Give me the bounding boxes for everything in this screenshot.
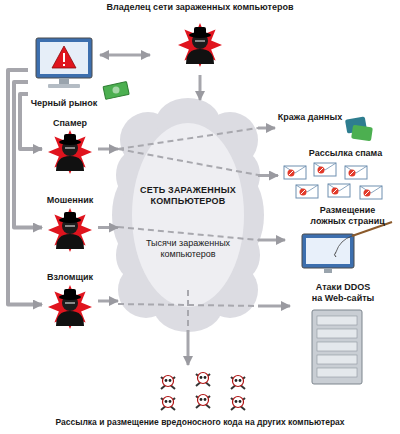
spam-envelope [314, 163, 336, 176]
warning-mark [63, 53, 65, 62]
result-node: Рассылка спама [278, 148, 395, 203]
spam-envelope [284, 166, 306, 179]
skull-icon [161, 397, 175, 411]
owner-node: Владелец сети зараженных компьютеров [150, 0, 250, 75]
result-node: Кража данных [275, 108, 395, 148]
skull-icon [231, 376, 245, 390]
cloud-note: Тысячи зараженных компьютеров [133, 238, 243, 260]
flow-arrow [187, 330, 190, 365]
flow-arrow [98, 148, 118, 151]
result-label: Рассылка спама [298, 148, 393, 159]
server-bay [317, 368, 357, 377]
result-label: Атаки DDOS на Web-сайты [310, 282, 376, 304]
cracker-node: Взломщик [42, 272, 98, 337]
result-label: Кража данных [275, 112, 345, 123]
flow-arrow [100, 54, 150, 57]
fishing-line [336, 236, 352, 252]
spam-envelope [345, 166, 367, 179]
monitor-base [48, 84, 80, 88]
flow-arrow [8, 70, 42, 305]
spam-envelope [360, 186, 382, 199]
owner-figure [178, 23, 222, 67]
owner-label: Владелец сети зараженных компьютеров [90, 2, 310, 13]
fishing-hook [335, 252, 337, 257]
spammer-figure [48, 130, 92, 174]
flow-arrow [199, 75, 202, 100]
skull-icon [231, 397, 245, 411]
money-icon [103, 82, 129, 100]
server-bay [317, 329, 357, 338]
black-market-node: Черный рынок [28, 35, 100, 110]
cracker-figure [48, 285, 92, 329]
cloud-core [132, 123, 244, 307]
flow-arrow [20, 94, 42, 149]
flow-arrow [258, 174, 278, 177]
flow-arrow [14, 82, 42, 228]
monitor-stand [59, 78, 69, 84]
actor-label: Взломщик [32, 272, 108, 283]
actor-label: Мошенник [32, 195, 108, 206]
result-node: Размещение ложных страниц [285, 205, 395, 275]
money-mark [113, 87, 120, 94]
dashed-flow [118, 149, 258, 175]
dashed-flow [118, 128, 258, 149]
monitor-frame [36, 38, 92, 78]
result-label: Рассылка и размещение вредоносного кода … [20, 417, 380, 428]
dashed-flow [118, 227, 258, 240]
server-tower [312, 310, 362, 384]
fraudster-node: Мошенник [42, 195, 98, 260]
fake-page-screen [306, 238, 350, 264]
warning-sign [52, 46, 76, 68]
spam-envelope [296, 185, 318, 198]
flow-arrow [258, 239, 285, 242]
fraudster-figure [48, 208, 92, 252]
cloud-heading: СЕТЬ ЗАРАЖЕННЫХ КОМПЬЮТЕРОВ [128, 185, 248, 207]
server-bay [317, 342, 357, 351]
result-node: Рассылка и размещение вредоносного кода … [20, 365, 380, 433]
market-label: Черный рынок [24, 98, 104, 109]
monitor-stand [324, 268, 332, 273]
skull-icon [161, 376, 175, 390]
fake-page-monitor [302, 234, 354, 268]
warning-dot [63, 64, 65, 66]
flow-arrow [98, 226, 118, 229]
spammer-node: Спамер [42, 118, 98, 180]
monitor-screen [40, 42, 88, 74]
skull-icon [196, 373, 210, 387]
skull-icon [196, 395, 210, 409]
actor-label: Спамер [32, 118, 108, 129]
result-label: Размещение ложных страниц [305, 205, 390, 227]
server-bay [317, 316, 357, 325]
flow-arrow [258, 127, 275, 130]
spam-envelope [328, 184, 350, 197]
data-card [351, 125, 373, 142]
dashed-flow [187, 290, 189, 330]
flow-arrow [98, 300, 118, 303]
result-node: Атаки DDOS на Web-сайты [290, 282, 395, 387]
flow-arrow [258, 305, 290, 308]
server-bay [317, 355, 357, 364]
